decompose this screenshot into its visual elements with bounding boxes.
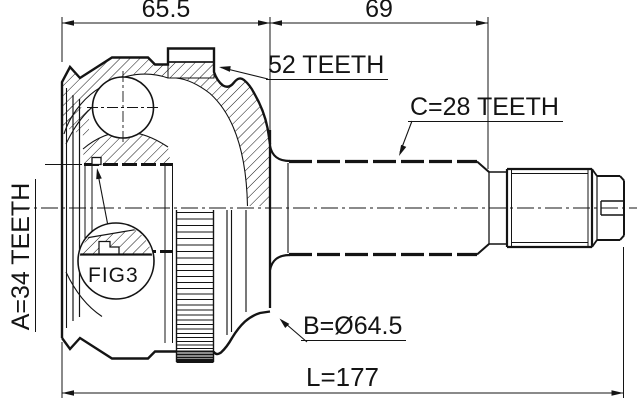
ball-centerline-cross	[87, 71, 160, 144]
label-ring-teeth: 52 TEETH	[266, 52, 389, 80]
fig3-leader-arrow	[96, 168, 102, 180]
threaded-tip	[591, 168, 625, 248]
label-inner-spline-teeth: A=34 TEETH	[7, 162, 36, 349]
label-housing-diameter: B=Ø64.5	[301, 313, 407, 341]
bearing-seat	[505, 167, 594, 249]
label-inner-spline-teeth-text: A=34 TEETH	[7, 178, 36, 333]
dimension-overall-length: L=177	[305, 362, 380, 392]
fig3-detail-circle	[77, 168, 155, 300]
label-housing-diameter-text: B=Ø64.5	[301, 313, 407, 341]
label-outer-spline-teeth-text: C=28 TEETH	[408, 94, 563, 122]
dimension-arrows	[62, 20, 624, 396]
label-outer-spline-teeth: C=28 TEETH	[408, 94, 563, 122]
ball-bearing	[87, 71, 160, 144]
abs-ring-teeth-band	[175, 210, 215, 363]
abs-ring-section	[167, 47, 215, 79]
label-ring-teeth-text: 52 TEETH	[266, 52, 389, 80]
housing-section-hatching	[62, 57, 270, 206]
spline-shaft	[287, 159, 625, 257]
dimension-housing-width: 65.5	[141, 0, 191, 23]
dimension-shaft-span: 69	[365, 0, 393, 23]
housing-external-edges	[226, 210, 247, 335]
label-fig3-reference: FIG3	[88, 264, 139, 287]
housing-outline	[60, 47, 291, 360]
